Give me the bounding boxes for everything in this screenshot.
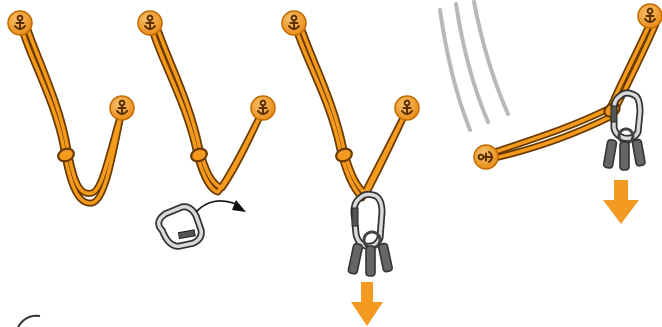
step-1 <box>7 10 135 207</box>
fall-lines <box>438 0 510 132</box>
carabiner-icon <box>350 190 386 250</box>
partial-circle-icon <box>17 314 41 327</box>
knot <box>57 147 75 163</box>
step-3 <box>281 10 420 326</box>
carabiner-icon <box>610 89 644 142</box>
anchor-icon <box>250 95 276 121</box>
rotate-arrow-icon <box>195 200 246 213</box>
step-4 <box>438 0 662 224</box>
knot <box>190 147 208 163</box>
keys-icon <box>602 127 646 171</box>
sling <box>146 19 267 196</box>
step-2 <box>137 10 276 250</box>
knot <box>335 147 353 163</box>
carabiner-icon <box>155 203 205 250</box>
anchor-icon <box>109 95 135 121</box>
anchor-icon <box>7 10 33 36</box>
anchor-icon <box>394 95 420 121</box>
anchor-icon <box>137 10 163 36</box>
sling <box>16 19 126 207</box>
anchor-icon <box>637 3 662 29</box>
anchor-icon <box>473 144 499 170</box>
keys-icon <box>347 230 393 277</box>
sling <box>290 19 411 202</box>
down-arrow-icon <box>351 282 383 326</box>
down-arrow-icon <box>603 180 639 224</box>
anchor-icon <box>281 10 307 36</box>
